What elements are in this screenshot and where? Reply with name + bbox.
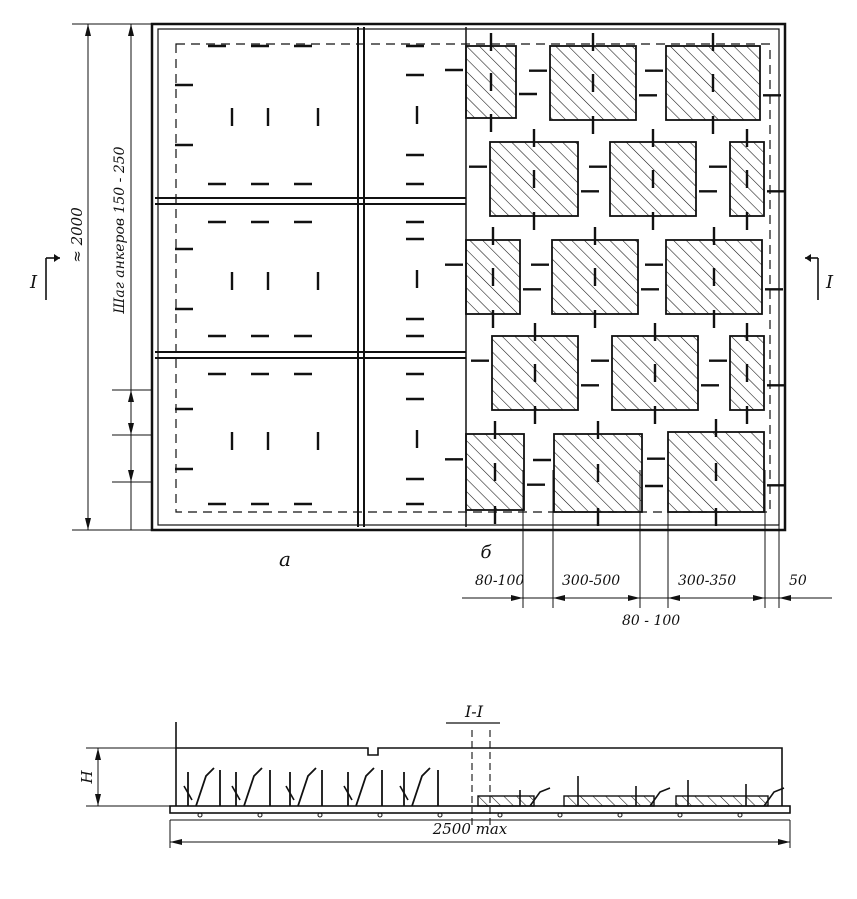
base-holes: [197, 812, 743, 818]
dim-tile-width-text: 300-500: [562, 573, 620, 589]
anchor-hook: [243, 767, 263, 807]
anchor-hook: [297, 767, 317, 807]
base-hole: [197, 812, 203, 818]
anchor-pitch-text: Шаг анкеров 150 - 250: [112, 146, 128, 314]
base-hole: [557, 812, 563, 818]
base-hole: [257, 812, 263, 818]
anchor-marks-variant-a: [175, 44, 424, 506]
base-hole: [377, 812, 383, 818]
plan-outer-frame: [150, 22, 787, 532]
arrow-icon: [95, 794, 101, 806]
arrow-icon: [54, 254, 60, 262]
dim-gap-a-text: 80-100: [475, 573, 524, 589]
label-variant-b: б: [481, 542, 493, 563]
base-hole: [317, 812, 323, 818]
arrow-icon: [128, 423, 134, 435]
arrow-icon: [85, 24, 91, 36]
bottom-dimensions: 80-100 300-500 300-350 50 80 - 100: [462, 470, 832, 629]
arrow-icon: [85, 518, 91, 530]
arrow-icon: [553, 595, 565, 601]
section-mark-text: I: [825, 272, 834, 293]
arrow-icon: [128, 390, 134, 402]
anchor-marks-variant-b: [445, 33, 785, 526]
arrow-icon: [511, 595, 523, 601]
block-outline: [175, 722, 783, 806]
section-slab: [675, 795, 769, 807]
base-hole: [497, 812, 503, 818]
anchor-hook: [343, 785, 353, 801]
arrow-icon: [779, 595, 791, 601]
dim-edge-text: 50: [789, 573, 807, 589]
anchor-hook: [411, 767, 431, 807]
arrow-icon: [778, 839, 790, 845]
arrow-icon: [805, 254, 811, 262]
left-dimensions: ≈ 2000 Шаг анкеров 150 - 250: [68, 23, 152, 531]
plan-view: а б: [150, 22, 787, 571]
hatched-tile: [729, 335, 765, 411]
section-slab: [477, 795, 535, 807]
dim-gap-b-text: 80 - 100: [622, 613, 680, 629]
anchor-hook: [355, 767, 375, 807]
section-slabs: [477, 776, 785, 807]
plan-inner-frame: [157, 28, 780, 526]
dim-tile-width-2-text: 300-350: [678, 573, 736, 589]
base-hole: [617, 812, 623, 818]
arrow-icon: [95, 748, 101, 760]
anchor-hook: [399, 785, 409, 801]
slab-anchor-hook: [529, 787, 551, 807]
anchor-hook: [285, 785, 295, 801]
hatched-tiles-variant-b: [465, 45, 765, 513]
section-mark-text: I: [29, 272, 38, 293]
slab-anchor-hook: [763, 787, 785, 807]
arrow-icon: [128, 24, 134, 36]
label-variant-a: а: [279, 547, 291, 571]
anchor-hook: [195, 767, 215, 807]
arrow-icon: [668, 595, 680, 601]
section-marker-right: I: [805, 254, 834, 300]
plan-dashed-contour: [175, 43, 771, 513]
dim-H-text: H: [78, 770, 96, 785]
base-hole: [677, 812, 683, 818]
dim-length-text: 2500 max: [432, 820, 508, 838]
dim-height-text: ≈ 2000: [68, 207, 86, 263]
base-hole: [437, 812, 443, 818]
arrow-icon: [628, 595, 640, 601]
anchor-hook: [231, 785, 241, 801]
arrow-icon: [170, 839, 182, 845]
section-marker-left: I: [29, 254, 60, 300]
section-title: I-I: [464, 702, 484, 721]
section-view: I-I H 2500 max: [78, 702, 791, 848]
section-anchors: [183, 767, 439, 807]
arrow-icon: [753, 595, 765, 601]
anchor-hook: [183, 785, 193, 801]
slab-anchor-hook: [649, 787, 671, 807]
base-plate: [169, 805, 791, 814]
base-hole: [737, 812, 743, 818]
arrow-icon: [128, 470, 134, 482]
